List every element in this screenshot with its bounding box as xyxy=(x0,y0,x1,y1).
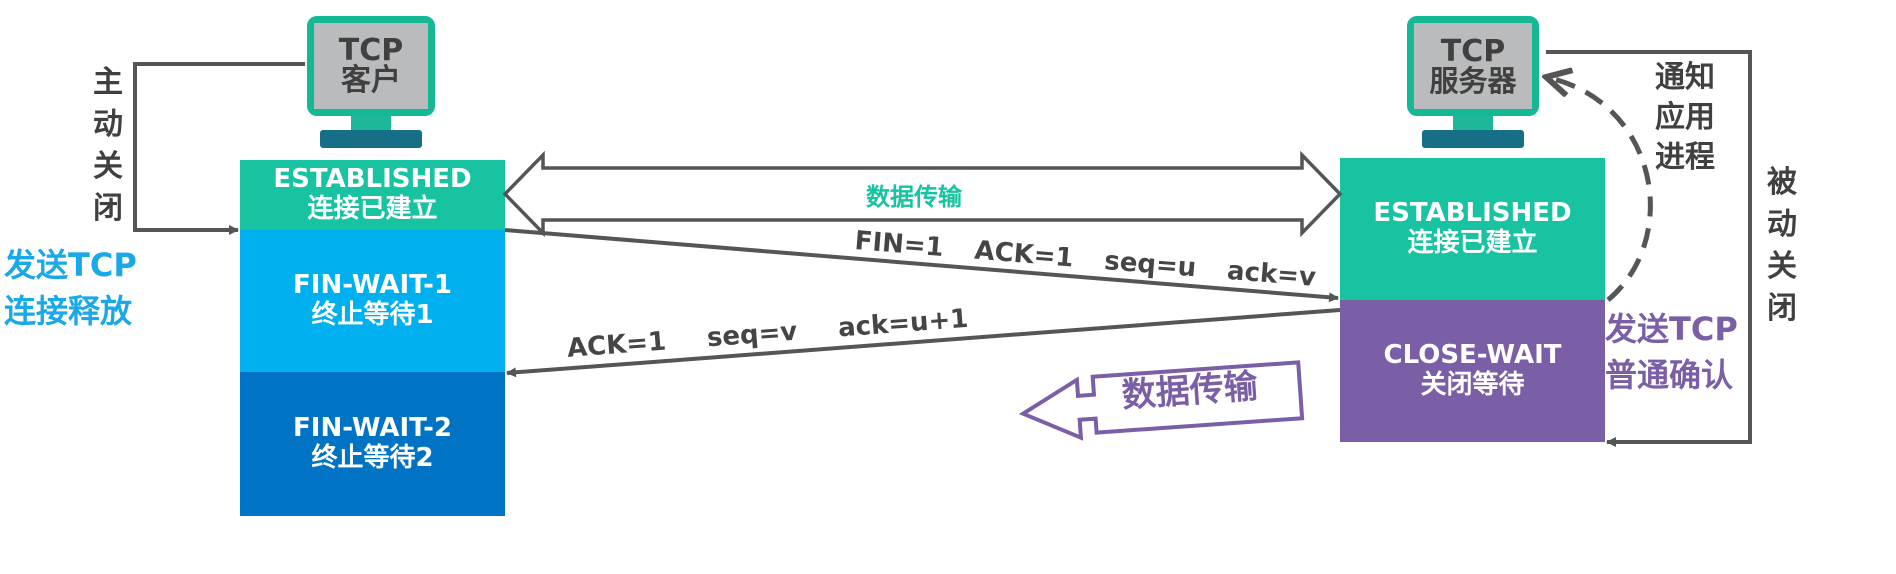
server-monitor-neck xyxy=(1453,116,1493,130)
send-ack-label: 发送TCP 普通确认 xyxy=(1605,306,1755,398)
server-state-close-wait: CLOSE-WAIT 关闭等待 xyxy=(1340,300,1605,442)
client-state-established-name: ESTABLISHED xyxy=(273,164,472,195)
passive-close-char-4: 闭 xyxy=(1767,291,1797,326)
notify-app-line3: 进程 xyxy=(1655,140,1715,175)
client-monitor: TCP 客户 xyxy=(300,16,440,151)
passive-close-char-3: 关 xyxy=(1767,249,1797,284)
client-monitor-line2: 客户 xyxy=(341,63,401,98)
server-monitor-base xyxy=(1422,130,1524,148)
ack-arrow xyxy=(506,308,1341,378)
client-monitor-screen: TCP 客户 xyxy=(307,16,435,116)
data-transfer-mid-text: 数据传输 xyxy=(866,183,962,211)
client-state-established: ESTABLISHED 连接已建立 xyxy=(240,160,505,230)
server-monitor-screen: TCP 服务器 xyxy=(1407,16,1539,116)
active-close-label: 主 动 关 闭 xyxy=(88,62,128,230)
active-close-connector xyxy=(133,62,305,235)
send-ack-line1: 发送TCP xyxy=(1605,310,1738,348)
server-data-transfer-arrow xyxy=(1018,360,1305,441)
server-monitor: TCP 服务器 xyxy=(1400,16,1545,151)
send-release-line1: 发送TCP xyxy=(4,246,137,284)
active-close-char-1: 主 xyxy=(93,65,123,100)
active-close-char-3: 关 xyxy=(93,149,123,184)
passive-close-char-1: 被 xyxy=(1767,165,1797,200)
data-transfer-mid-label: 数据传输 xyxy=(866,177,962,212)
server-state-close-wait-desc: 关闭等待 xyxy=(1420,370,1525,400)
server-data-transfer-label: 数据传输 xyxy=(1120,359,1259,417)
server-monitor-line1: TCP xyxy=(1440,33,1506,69)
notify-app-line2: 应用 xyxy=(1655,100,1715,135)
client-monitor-line1: TCP xyxy=(338,33,404,68)
active-close-char-2: 动 xyxy=(93,107,123,142)
notify-app-dashed-arrow xyxy=(1550,78,1653,302)
client-monitor-base xyxy=(320,130,422,148)
client-state-fin-wait-2-desc: 终止等待2 xyxy=(311,443,434,473)
server-data-transfer-text: 数据传输 xyxy=(1120,366,1260,416)
server-monitor-line2: 服务器 xyxy=(1429,63,1517,98)
data-transfer-double-arrow xyxy=(502,150,1343,238)
client-state-fin-wait-2-name: FIN-WAIT-2 xyxy=(293,413,452,444)
client-state-fin-wait-1-name: FIN-WAIT-1 xyxy=(293,270,452,301)
passive-close-connector xyxy=(1546,50,1752,447)
server-state-established-desc: 连接已建立 xyxy=(1407,228,1538,258)
client-state-fin-wait-2: FIN-WAIT-2 终止等待2 xyxy=(240,372,505,516)
passive-close-char-2: 动 xyxy=(1767,207,1797,242)
send-release-label: 发送TCP 连接释放 xyxy=(4,242,174,334)
server-state-close-wait-name: CLOSE-WAIT xyxy=(1383,340,1562,371)
notify-app-line1: 通知 xyxy=(1655,60,1715,95)
server-state-established: ESTABLISHED 连接已建立 xyxy=(1340,158,1605,300)
send-ack-line2: 普通确认 xyxy=(1605,356,1734,394)
passive-close-label: 被 动 关 闭 xyxy=(1762,162,1802,330)
client-monitor-neck xyxy=(351,116,391,130)
fin-arrow xyxy=(504,228,1339,303)
send-release-line2: 连接释放 xyxy=(4,292,133,330)
client-state-established-desc: 连接已建立 xyxy=(307,194,438,224)
client-state-fin-wait-1: FIN-WAIT-1 终止等待1 xyxy=(240,230,505,372)
notify-app-label: 通知 应用 进程 xyxy=(1650,58,1720,178)
active-close-char-4: 闭 xyxy=(93,191,123,226)
client-state-fin-wait-1-desc: 终止等待1 xyxy=(311,300,434,330)
server-state-established-name: ESTABLISHED xyxy=(1373,198,1572,229)
